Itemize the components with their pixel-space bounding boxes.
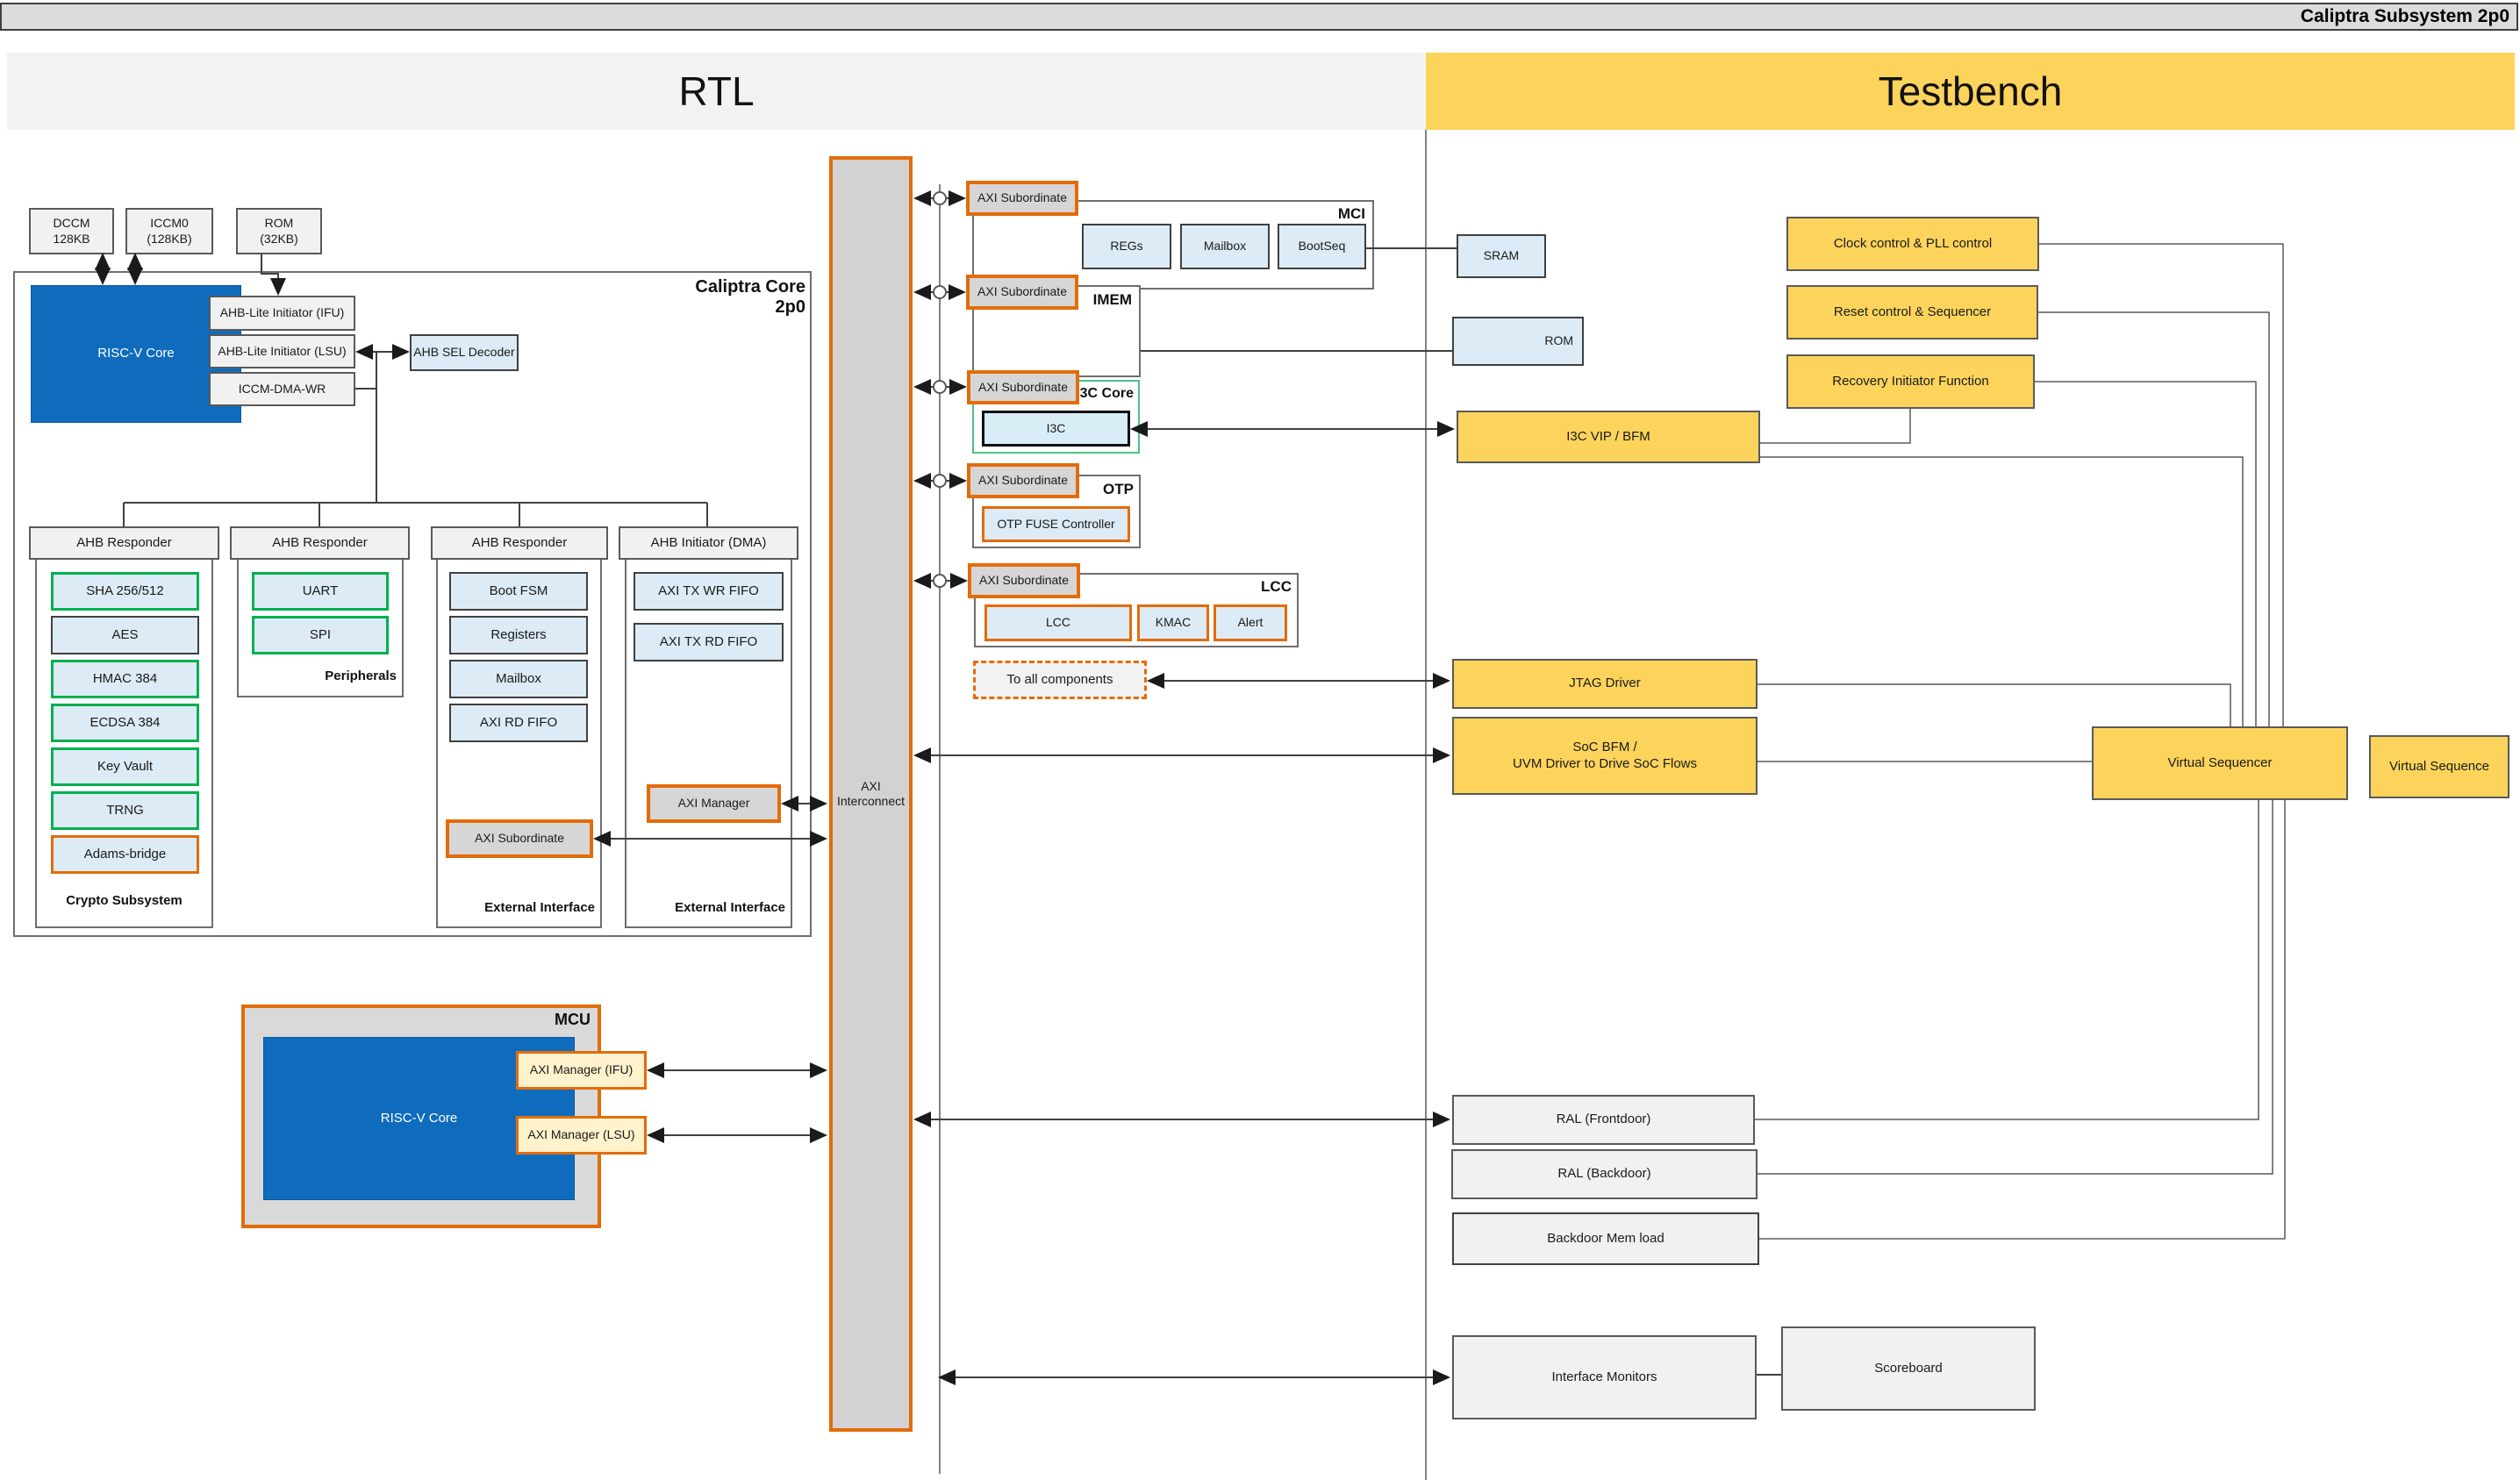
mcu-title: MCU xyxy=(555,1011,591,1028)
tb-soc-bfm: SoC BFM / UVM Driver to Drive SoC Flows xyxy=(1452,717,1758,795)
caliptra-axi-subordinate: AXI Subordinate xyxy=(446,819,593,858)
jump-circle-otp xyxy=(933,474,947,488)
jump-circle-i3c xyxy=(933,380,947,394)
axi-tx-rd-fifo-block: AXI TX RD FIFO xyxy=(634,623,784,661)
crypto-subsystem-label: Crypto Subsystem xyxy=(66,893,183,908)
memload-vs-route xyxy=(1759,800,2286,1240)
external-interface-label-dma: External Interface xyxy=(675,900,785,915)
axi-subordinate-otp: AXI Subordinate xyxy=(967,463,1079,498)
sha-block: SHA 256/512 xyxy=(51,572,199,611)
peripherals-ahb-responder-header: AHB Responder xyxy=(230,526,410,560)
otp-title: OTP xyxy=(1103,481,1134,497)
i3c-core-title: I3C Core xyxy=(1076,386,1134,401)
mci-regs-block: REGs xyxy=(1082,224,1171,269)
reset-vs-route xyxy=(2038,311,2270,726)
ralfd-vs-route xyxy=(1755,800,2259,1120)
tb-scoreboard: Scoreboard xyxy=(1781,1326,2036,1411)
rom-memory: ROM (32KB) xyxy=(236,208,322,254)
external-interface-label-responder: External Interface xyxy=(484,900,595,915)
axi-subordinate-i3c: AXI Subordinate xyxy=(967,370,1079,404)
jump-circle-imem xyxy=(933,285,947,299)
tb-virtual-sequence: Virtual Sequence xyxy=(2369,735,2509,798)
jump-circle-mci xyxy=(933,191,947,205)
jump-circle-lcc xyxy=(933,574,947,588)
ahb-initiator-dma-header: AHB Initiator (DMA) xyxy=(619,526,798,560)
axi-interconnect: AXI Interconnect xyxy=(829,156,913,1432)
recovery-i3cvip-route xyxy=(1760,409,1911,444)
tb-rom: ROM xyxy=(1452,317,1584,366)
lcc-title: LCC xyxy=(1261,578,1292,595)
to-all-components: To all components xyxy=(973,661,1147,699)
kmac-block: KMAC xyxy=(1137,604,1209,641)
adams-bridge-block: Adams-bridge xyxy=(51,835,199,874)
clock-vs-route xyxy=(2039,243,2284,726)
imem-title: IMEM xyxy=(1092,291,1132,308)
testbench-section-title: Testbench xyxy=(1878,68,2063,114)
tb-backdoor-mem-load: Backdoor Mem load xyxy=(1452,1212,1759,1265)
ahb-lite-initiator-ifu: AHB-Lite Initiator (IFU) xyxy=(209,296,355,331)
mci-title: MCI xyxy=(1337,205,1365,222)
key-vault-block: Key Vault xyxy=(51,747,199,786)
axi-subordinate-lcc: AXI Subordinate xyxy=(968,563,1080,598)
rom-ifu-arrow xyxy=(261,254,286,296)
axi-rd-fifo-block: AXI RD FIFO xyxy=(449,704,588,742)
tb-ral-frontdoor: RAL (Frontdoor) xyxy=(1452,1095,1755,1145)
peripherals-label: Peripherals xyxy=(325,669,397,683)
tb-recovery-initiator: Recovery Initiator Function xyxy=(1786,354,2035,409)
recovery-vs-route xyxy=(2035,381,2257,726)
iccm-dma-wr: ICCM-DMA-WR xyxy=(209,372,355,406)
tb-clock-control: Clock control & PLL control xyxy=(1786,217,2039,271)
trng-block: TRNG xyxy=(51,791,199,830)
otp-fuse-controller: OTP FUSE Controller xyxy=(982,506,1130,542)
jtag-vs-route xyxy=(1758,683,2231,726)
tb-i3c-vip-bfm: I3C VIP / BFM xyxy=(1457,411,1760,463)
tb-jtag-driver: JTAG Driver xyxy=(1452,659,1758,709)
rtl-section-title: RTL xyxy=(678,68,755,114)
hmac-block: HMAC 384 xyxy=(51,660,199,698)
uart-block: UART xyxy=(252,572,389,611)
i3cvip-vs-route xyxy=(1760,456,2244,726)
alert-block: Alert xyxy=(1213,604,1287,641)
ralbd-vs-route xyxy=(1758,800,2273,1175)
mcu-axi-manager-lsu: AXI Manager (LSU) xyxy=(516,1116,647,1155)
mci-mailbox-block: Mailbox xyxy=(1180,224,1270,269)
ahb-lite-initiator-lsu: AHB-Lite Initiator (LSU) xyxy=(209,334,355,368)
spi-block: SPI xyxy=(252,616,389,654)
axi-subordinate-imem: AXI Subordinate xyxy=(966,275,1078,310)
tb-interface-monitors: Interface Monitors xyxy=(1452,1335,1757,1419)
caliptra-core-title: Caliptra Core 2p0 xyxy=(695,277,805,317)
axi-subordinate-mci: AXI Subordinate xyxy=(966,181,1078,216)
i3c-block: I3C xyxy=(982,411,1130,447)
mcu-axi-manager-ifu: AXI Manager (IFU) xyxy=(516,1051,647,1090)
mci-bootseq-block: BootSeq xyxy=(1278,224,1366,269)
external-ahb-responder-header: AHB Responder xyxy=(431,526,608,560)
axi-tx-wr-fifo-block: AXI TX WR FIFO xyxy=(634,572,784,611)
page-title: Caliptra Subsystem 2p0 xyxy=(2300,6,2509,26)
tb-virtual-sequencer: Virtual Sequencer xyxy=(2092,726,2348,800)
iccm0-memory: ICCM0 (128KB) xyxy=(125,208,213,254)
ecdsa-block: ECDSA 384 xyxy=(51,704,199,742)
testbench-section-header: Testbench xyxy=(1426,53,2515,130)
caliptra-axi-manager: AXI Manager xyxy=(647,784,781,823)
tb-ral-backdoor: RAL (Backdoor) xyxy=(1451,1149,1758,1199)
external-interface-dma-container xyxy=(625,558,792,928)
dccm-memory: DCCM 128KB xyxy=(29,208,114,254)
riscv-core: RISC-V Core xyxy=(31,285,241,423)
tb-sram: SRAM xyxy=(1457,234,1546,278)
title-bar: Caliptra Subsystem 2p0 xyxy=(0,3,2518,31)
ahb-sel-decoder: AHB SEL Decoder xyxy=(410,334,519,371)
crypto-ahb-responder-header: AHB Responder xyxy=(29,526,219,560)
tb-reset-control: Reset control & Sequencer xyxy=(1786,285,2038,340)
lcc-block: LCC xyxy=(984,604,1132,641)
aes-block: AES xyxy=(51,616,199,654)
rtl-section-header: RTL xyxy=(7,53,1426,130)
mailbox-block: Mailbox xyxy=(449,660,588,698)
boot-fsm-block: Boot FSM xyxy=(449,572,588,611)
registers-block: Registers xyxy=(449,616,588,654)
